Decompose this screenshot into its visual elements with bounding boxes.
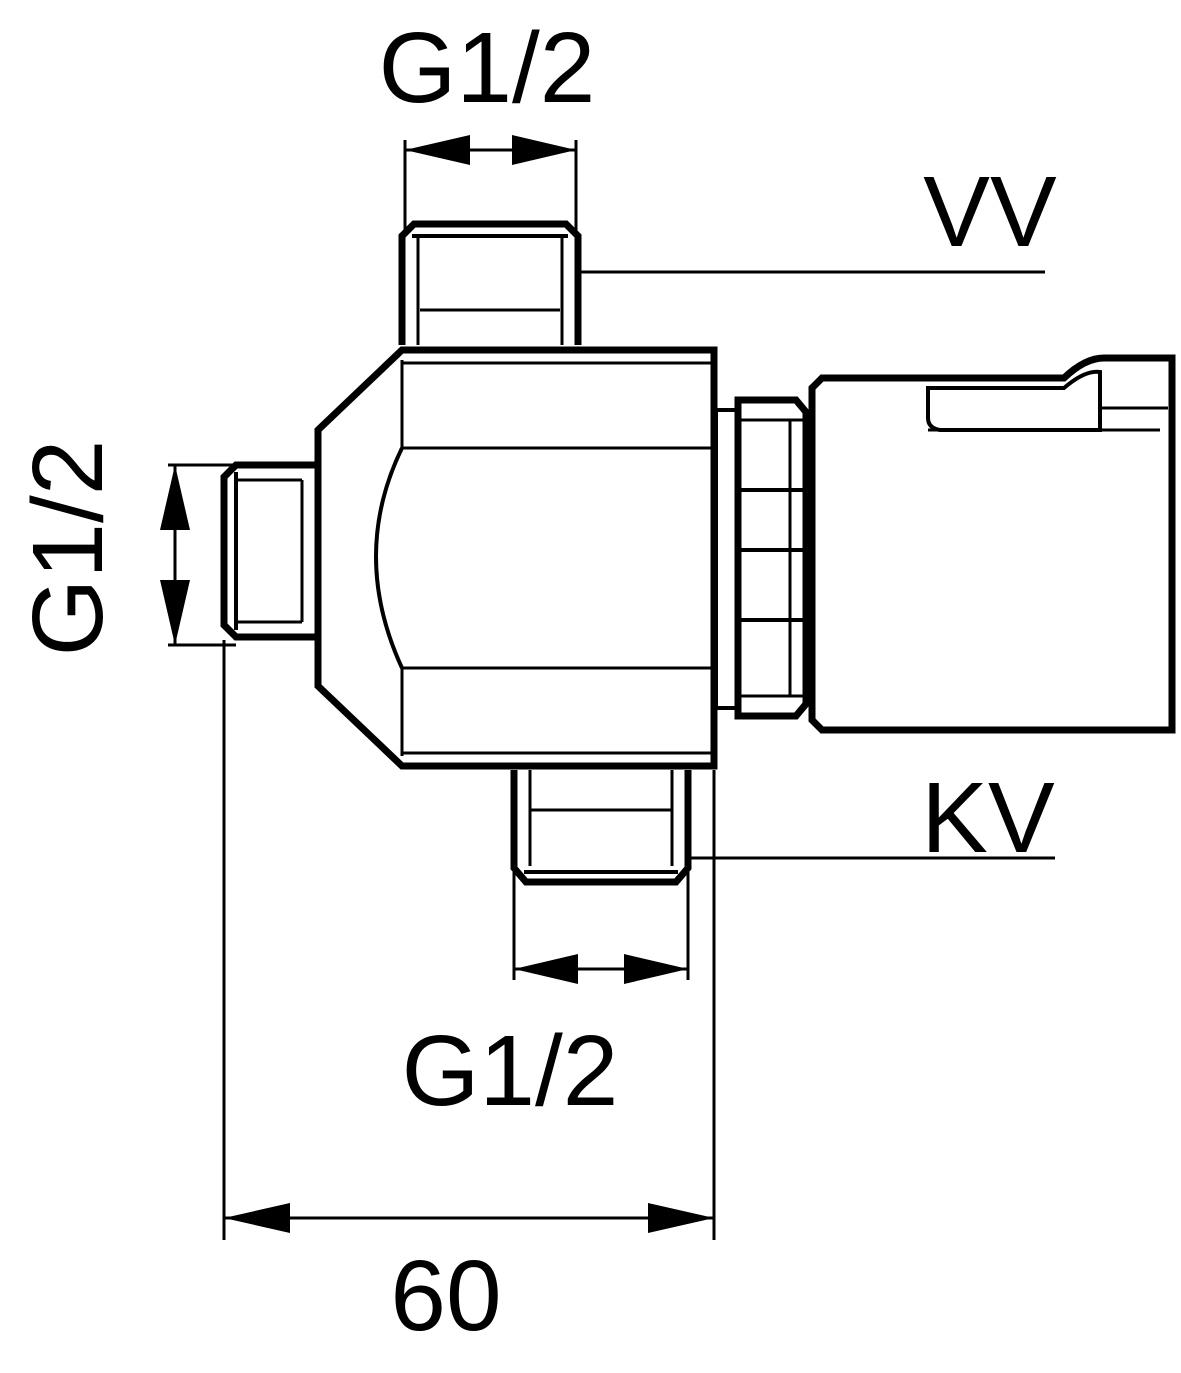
top-thread-dimension [403, 135, 578, 236]
bottom-thread-dimension [512, 872, 690, 984]
left-thread-label: G1/2 [12, 440, 124, 657]
bottom-thread-label: G1/2 [402, 1015, 619, 1127]
coupling-nut [714, 396, 810, 720]
left-thread-dimension [160, 463, 236, 647]
valve-body [314, 346, 718, 770]
hot-outlet-label: VV [923, 156, 1057, 268]
width-dimension [222, 640, 716, 1240]
bottom-connector [510, 770, 692, 886]
cold-outlet-label: KV [921, 762, 1055, 874]
width-dimension-label: 60 [390, 1240, 501, 1352]
handle-cap [808, 354, 1176, 734]
left-connector [220, 461, 316, 641]
top-connector [398, 220, 582, 345]
top-thread-label: G1/2 [379, 12, 596, 124]
